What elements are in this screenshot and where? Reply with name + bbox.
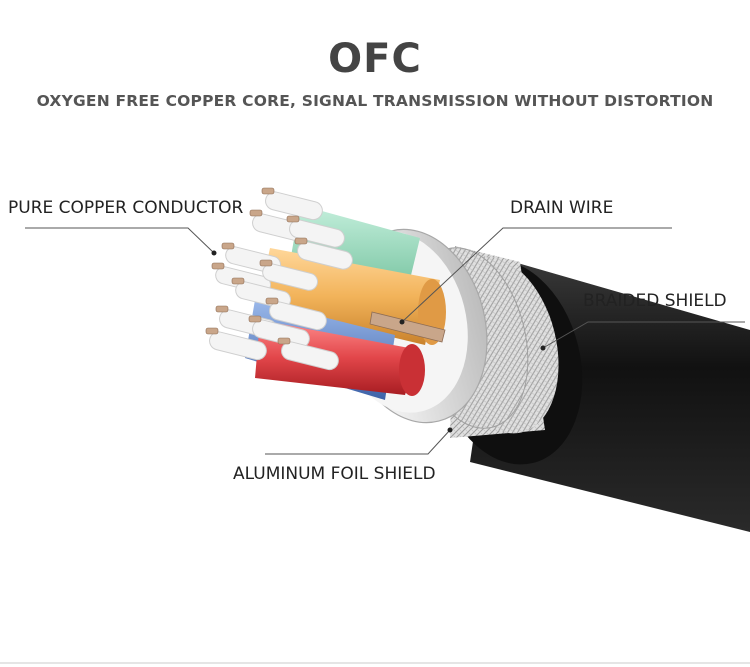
braided-leader-line: [542, 321, 745, 349]
page-subtitle: OXYGEN FREE COPPER CORE, SIGNAL TRANSMIS…: [36, 92, 714, 110]
page-title: OFC: [328, 36, 422, 82]
drain-wire: [369, 311, 446, 343]
copper-conductor-ends: [205, 187, 308, 345]
callout-lines: [25, 227, 745, 455]
pure-copper-conductor-label: PURE COPPER CONDUCTOR: [8, 198, 244, 218]
foil-leader-line: [265, 429, 451, 455]
aluminum-foil-shield-label: ALUMINUM FOIL SHIELD: [233, 464, 436, 484]
braided-shield-label: BRAIDED SHIELD: [583, 291, 727, 311]
drain-leader-line: [401, 227, 672, 323]
conductor-leader-line: [25, 227, 215, 254]
bottom-divider: [0, 662, 750, 664]
drain-wire-label: DRAIN WIRE: [510, 198, 614, 218]
